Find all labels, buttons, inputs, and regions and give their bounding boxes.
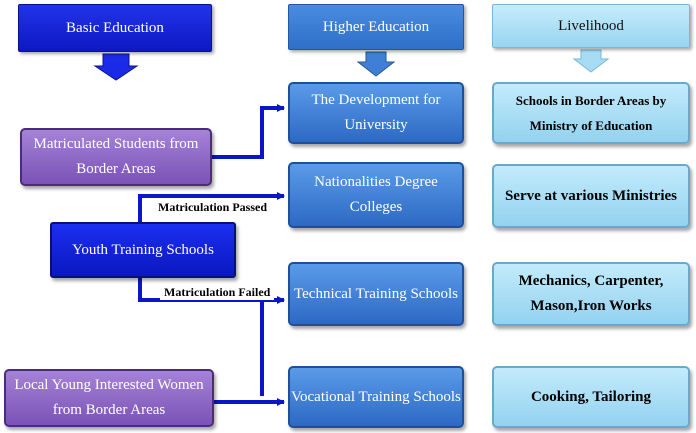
- matriculated-to-university-line: [212, 104, 285, 159]
- node-university-label: The Development for University: [311, 92, 441, 133]
- youth-to-nationalities-line: [138, 192, 285, 222]
- edge-label-matriculation-failed: Matriculation Failed: [160, 284, 275, 300]
- node-matriculated-label: Matriculated Students from Border Areas: [33, 136, 199, 177]
- node-vocational-training-schools: Vocational Training Schools: [288, 366, 464, 428]
- node-mechanics-label: Mechanics, Carpenter, Mason,Iron Works: [518, 273, 664, 314]
- higher-header-arrow: [356, 51, 396, 77]
- livelihood-header-arrow: [572, 49, 610, 73]
- header-higher-education: Higher Education: [288, 4, 464, 50]
- header-livelihood: Livelihood: [492, 4, 690, 48]
- node-technical-training-schools: Technical Training Schools: [288, 262, 464, 326]
- header-livelihood-label: Livelihood: [558, 17, 624, 34]
- node-nationalities-degree-colleges: Nationalities Degree Colleges: [288, 162, 464, 228]
- node-matriculated-students: Matriculated Students from Border Areas: [20, 128, 212, 186]
- node-ministries-label: Serve at various Ministries: [504, 187, 678, 204]
- header-basic-label: Basic Education: [66, 19, 164, 36]
- node-vocational-label: Vocational Training Schools: [291, 388, 461, 405]
- node-cooking-tailoring: Cooking, Tailoring: [492, 366, 690, 428]
- node-mechanics-carpenter: Mechanics, Carpenter, Mason,Iron Works: [492, 262, 690, 326]
- node-youth-training-schools: Youth Training Schools: [50, 222, 236, 278]
- basic-header-arrow: [93, 53, 139, 81]
- node-serve-at-various-ministries: Serve at various Ministries: [492, 164, 690, 228]
- node-local-young-women: Local Young Interested Women from Border…: [4, 369, 214, 427]
- header-basic-education: Basic Education: [18, 4, 212, 52]
- node-schools-in-border-areas: Schools in Border Areas by Ministry of E…: [492, 82, 690, 144]
- node-youth-label: Youth Training Schools: [72, 241, 214, 258]
- node-women-label: Local Young Interested Women from Border…: [14, 377, 204, 418]
- edge-label-matriculation-passed: Matriculation Passed: [154, 199, 271, 215]
- node-technical-label: Technical Training Schools: [294, 285, 458, 302]
- youth-to-technical-line: [138, 278, 285, 304]
- node-nationalities-label: Nationalities Degree Colleges: [314, 174, 438, 215]
- header-higher-label: Higher Education: [322, 18, 430, 35]
- node-development-for-university: The Development for University: [288, 82, 464, 144]
- node-schools-label: Schools in Border Areas by Ministry of E…: [515, 93, 667, 133]
- node-cooking-label: Cooking, Tailoring: [530, 388, 652, 405]
